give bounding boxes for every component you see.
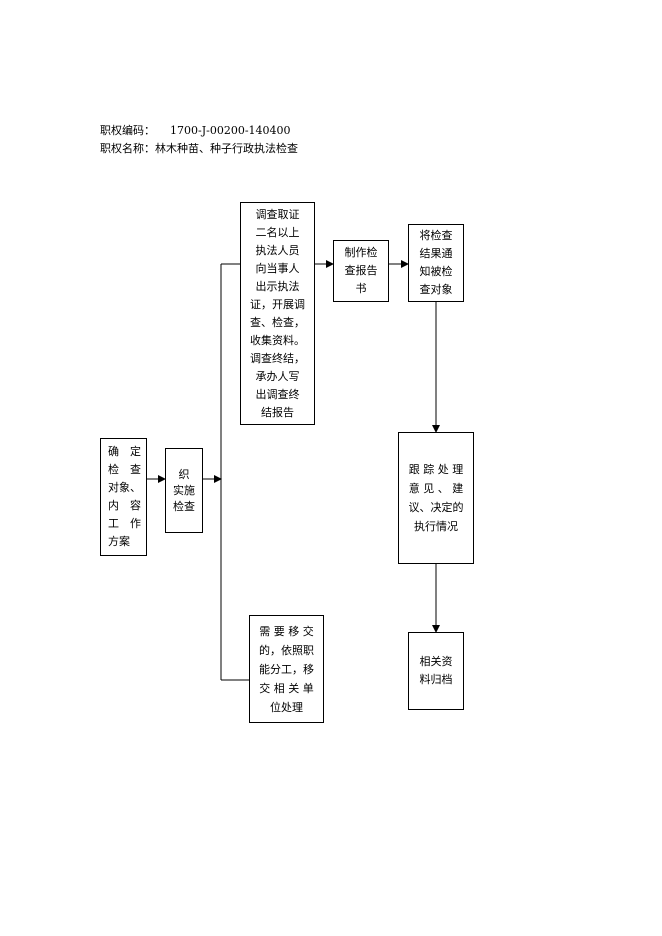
node-text-line: 工 作 (108, 517, 141, 530)
node-text-line: 意 见 、 建 (408, 482, 464, 495)
node-investigate-text: 调查取证二名以上执法人员向当事人出示执法证，开展调查、检查， 收集资料。调查终结，… (250, 206, 305, 422)
node-text-line: 检查 (173, 499, 195, 513)
authority-name-label: 职权名称： (100, 142, 155, 155)
node-text-line: 位处理 (270, 700, 303, 714)
node-organize-inspection: 织实施检查 (165, 448, 203, 533)
node-text-line: 查报告 (344, 264, 378, 277)
node-determine-plan: 确 定检 查对象、内 容工 作方案 (100, 438, 147, 556)
node-text-line: 相关资 (419, 655, 453, 668)
node-text-line: 向当事人 (255, 261, 300, 275)
node-text-line: 需 要 移 交 (259, 624, 314, 638)
node-notify-text: 将检查结果通知被检查对象 (420, 227, 453, 299)
node-inspection-report: 制作检查报告书 (333, 240, 389, 302)
node-archive: 相关资料归档 (408, 632, 464, 710)
node-text-line: 议、决定的 (408, 501, 464, 514)
node-text-line: 调查终结， (250, 351, 305, 365)
node-notify-result: 将检查结果通知被检查对象 (408, 224, 464, 302)
authority-name-value: 林木种苗、种子行政执法检查 (155, 142, 298, 155)
node-text-line: 能分工，移 (259, 662, 314, 676)
node-text-line: 书 (355, 282, 367, 295)
node-text-line: 跟 踪 处 理 (408, 463, 464, 476)
node-text-line: 证，开展调 (250, 297, 305, 311)
node-report-text: 制作检查报告书 (345, 244, 378, 298)
node-text-line: 料归档 (419, 673, 453, 686)
node-text-line: 出示执法 (255, 279, 300, 293)
node-text-line: 出调查终 (255, 387, 300, 401)
authority-code-value: 1700-J-00200-140400 (170, 124, 291, 137)
node-text-line: 交 相 关 单 (259, 681, 314, 695)
authority-code-line: 职权编码： 1700-J-00200-140400 (100, 124, 291, 138)
node-text-line: 制作检 (344, 246, 378, 259)
node-transfer-text: 需 要 移 交的，依照职能分工，移交 相 关 单位处理 (259, 622, 314, 717)
authority-code-label: 职权编码： (100, 124, 155, 137)
node-text-line: 知被检 (419, 265, 453, 278)
node-organize-text: 织实施检查 (173, 467, 195, 515)
node-transfer: 需 要 移 交的，依照职能分工，移交 相 关 单位处理 (249, 615, 324, 723)
node-text-line: 方案 (108, 535, 130, 548)
node-text-line: 将检查 (419, 229, 453, 242)
node-text-line: 二名以上 (255, 225, 300, 239)
node-text-line: 查、检查， (250, 315, 305, 329)
node-text-line: 对象、 (108, 481, 141, 494)
authority-name-line: 职权名称：林木种苗、种子行政执法检查 (100, 142, 298, 156)
node-text-line: 织 (178, 467, 190, 481)
node-text-line: 执法人员 (255, 243, 300, 257)
node-text-line: 的，依照职 (259, 643, 314, 657)
node-text-line: 实施 (173, 483, 195, 497)
node-track-execution: 跟 踪 处 理意 见 、 建议、决定的执行情况 (398, 432, 474, 564)
node-track-text: 跟 踪 处 理意 见 、 建议、决定的执行情况 (409, 460, 464, 536)
node-text-line: 承办人写 (255, 369, 300, 383)
node-text-line: 执行情况 (414, 520, 458, 533)
node-text-line: 确 定 (108, 445, 141, 458)
node-text-line: 内 容 (108, 499, 141, 512)
node-text-line: 查对象 (419, 283, 453, 296)
node-archive-text: 相关资料归档 (420, 653, 453, 689)
node-determine-text: 确 定检 查对象、内 容工 作方案 (106, 443, 141, 551)
node-text-line: 结果通 (419, 247, 453, 260)
node-investigate: 调查取证二名以上执法人员向当事人出示执法证，开展调查、检查， 收集资料。调查终结，… (240, 202, 315, 425)
node-text-line: 调查取证 (255, 207, 300, 221)
node-text-line: 检 查 (108, 463, 141, 476)
node-text-line: 收集资料。 (250, 333, 305, 347)
node-text-line: 结报告 (261, 405, 294, 419)
